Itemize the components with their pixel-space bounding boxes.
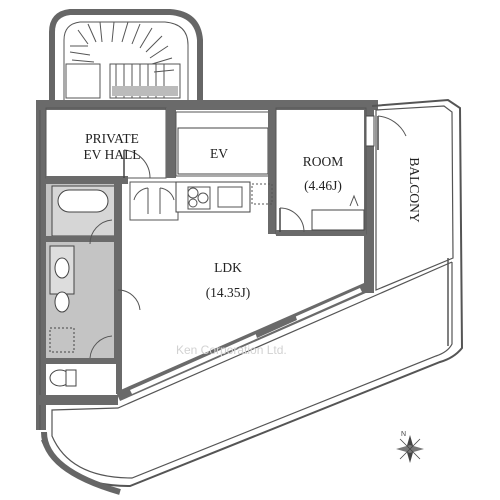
bath-area	[46, 184, 141, 394]
private-ev-hall-label-line1: PRIVATE	[85, 131, 139, 146]
room-label: ROOM	[303, 154, 344, 169]
private-ev-hall-label-line2: EV HALL	[83, 147, 140, 162]
ldk-label: LDK	[214, 260, 242, 275]
balcony-label: BALCONY	[407, 157, 422, 223]
room-size: (4.46J)	[304, 178, 342, 193]
outer-walls	[36, 100, 378, 430]
room	[275, 107, 367, 236]
balcony	[41, 98, 464, 495]
kitchen	[175, 181, 273, 213]
north-compass-icon: N	[396, 431, 424, 463]
stair-tower	[49, 9, 203, 100]
ev-label: EV	[210, 146, 228, 161]
watermark: Ken Corporation Ltd.	[176, 343, 287, 357]
ldk-size: (14.35J)	[206, 285, 251, 300]
compass-direction: N	[401, 431, 406, 438]
ev-hall-area	[45, 107, 276, 234]
